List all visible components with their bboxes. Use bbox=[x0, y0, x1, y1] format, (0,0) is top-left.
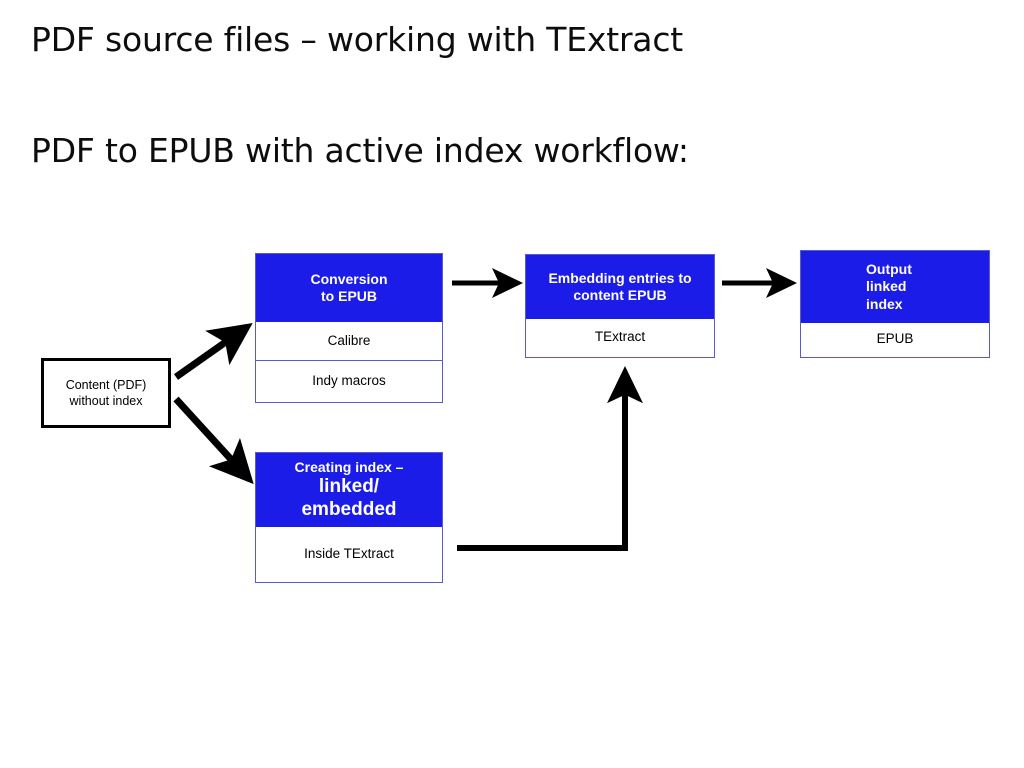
flow-box-creating-index: Creating index – linked/ embedded Inside… bbox=[255, 452, 443, 583]
output-header-line-2: linked bbox=[866, 278, 907, 295]
embedding-header-line-2: content EPUB bbox=[573, 287, 667, 303]
conversion-row-calibre: Calibre bbox=[256, 322, 442, 360]
arrow-content-to-creating-index bbox=[173, 396, 254, 485]
output-header-line-1: Output bbox=[866, 261, 912, 278]
flow-box-output-linked-index: Output linked index EPUB bbox=[800, 250, 990, 358]
output-header: Output linked index bbox=[801, 251, 989, 323]
conversion-row-indy-macros: Indy macros bbox=[256, 360, 442, 401]
arrow-content-to-conversion bbox=[173, 322, 253, 380]
creating-row-inside-textract: Inside TExtract bbox=[256, 527, 442, 581]
output-header-line-3: index bbox=[866, 295, 903, 312]
creating-header: Creating index – linked/ embedded bbox=[256, 453, 442, 527]
conversion-header: Conversion to EPUB bbox=[256, 254, 442, 322]
embedding-row-textract: TExtract bbox=[526, 319, 714, 356]
flow-box-content-pdf: Content (PDF) without index bbox=[41, 358, 171, 428]
flow-box-embedding-entries: Embedding entries to content EPUB TExtra… bbox=[525, 254, 715, 358]
flow-box-conversion-to-epub: Conversion to EPUB Calibre Indy macros bbox=[255, 253, 443, 403]
page-subtitle: PDF to EPUB with active index workflow: bbox=[31, 131, 689, 170]
embedding-header: Embedding entries to content EPUB bbox=[526, 255, 714, 319]
output-row-epub: EPUB bbox=[801, 323, 989, 356]
creating-header-big-line-1: linked/ bbox=[318, 475, 380, 497]
content-pdf-line-2: without index bbox=[69, 394, 143, 408]
creating-header-big-line-2: embedded bbox=[301, 498, 397, 520]
conversion-header-line-1: Conversion bbox=[310, 270, 388, 287]
page-title: PDF source files – working with TExtract bbox=[31, 20, 684, 59]
creating-header-small: Creating index – bbox=[294, 458, 404, 475]
embedding-header-line-1: Embedding entries to bbox=[548, 269, 692, 286]
arrow-creating-index-to-embedding bbox=[457, 365, 643, 551]
content-pdf-line-1: Content (PDF) bbox=[65, 378, 147, 392]
conversion-header-line-2: to EPUB bbox=[321, 288, 377, 304]
